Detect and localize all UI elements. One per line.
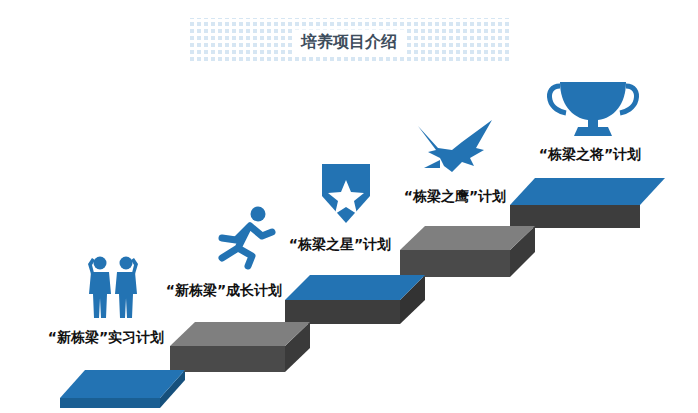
plan-label: “新栋梁”实习计划 [48,329,164,347]
page-title: 培养项目介绍 [293,30,405,55]
eagle-icon [418,120,492,172]
plan-label: “新栋梁”成长计划 [166,282,282,300]
people-icon [88,257,138,319]
plan-label: “栋梁之鹰”计划 [404,188,506,206]
stair-treads [60,178,665,398]
stair-faces [60,205,640,408]
runner-icon [222,207,272,267]
star-badge-icon [322,164,370,223]
plan-label: “栋梁之将”计划 [539,146,641,164]
trophy-icon [549,82,636,136]
dot-pattern [190,18,510,62]
plan-label: “栋梁之星”计划 [289,236,391,254]
